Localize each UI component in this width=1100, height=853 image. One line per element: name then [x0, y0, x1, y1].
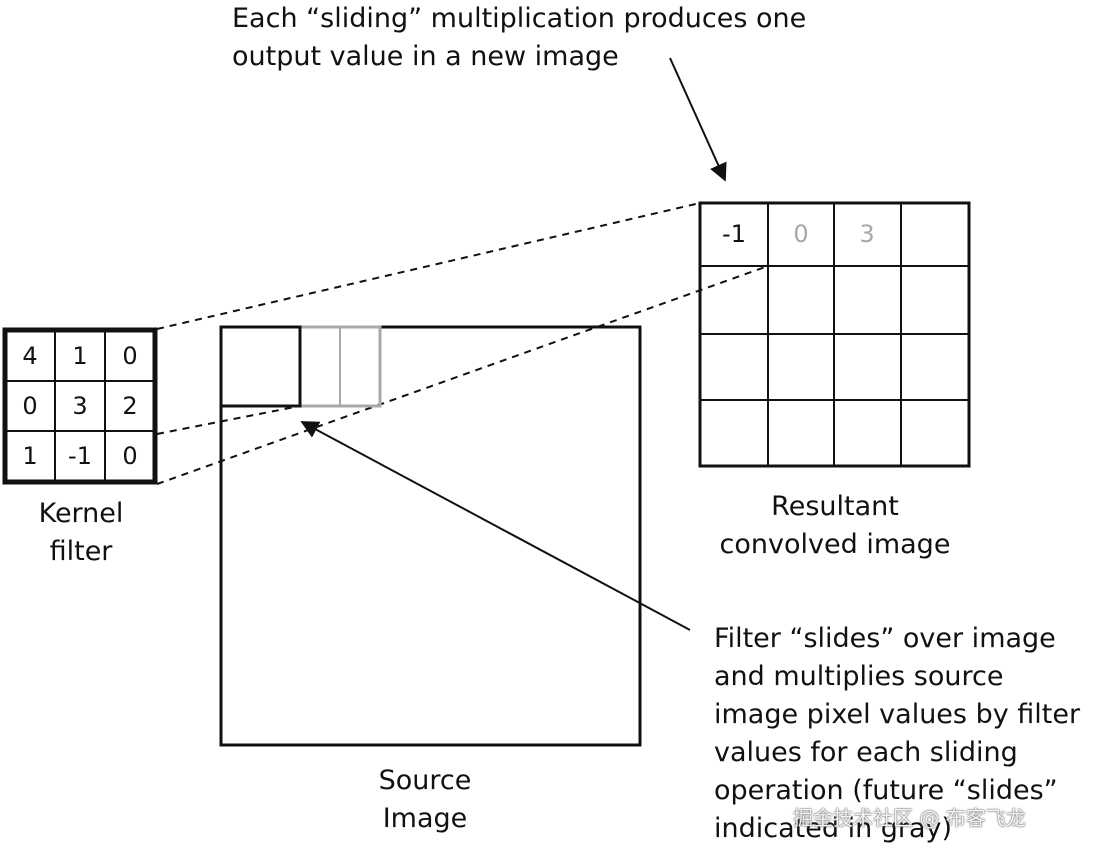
kernel-cell-value: 0 [122, 442, 137, 470]
resultant-grid [698, 201, 971, 468]
right-annotation-line-6: indicated in gray) [714, 813, 953, 844]
resultant-label-line-1: Resultant [771, 491, 899, 522]
kernel-cell-value: 1 [22, 442, 37, 470]
kernel-cell-value: 2 [122, 392, 137, 420]
kernel-filter-grid: 4 1 0 0 3 2 1 -1 0 [2, 327, 158, 485]
future-slide-2 [339, 326, 381, 407]
top-annotation-line-2: output value in a new image [232, 41, 619, 72]
projection-lines [156, 202, 769, 485]
result-cell-value: -1 [722, 220, 746, 248]
source-image-label: Source Image [330, 762, 520, 838]
source-label-line-1: Source [378, 765, 472, 796]
resultant-label: Resultant convolved image [690, 488, 980, 564]
right-annotation-line-1: Filter “slides” over image [714, 623, 1056, 654]
kernel-cell-value: 4 [22, 342, 37, 370]
kernel-filter-label: Kernel filter [0, 495, 162, 571]
current-slide-window [219, 325, 302, 408]
kernel-label-line-1: Kernel [38, 498, 124, 529]
kernel-cell-value: -1 [68, 442, 92, 470]
top-annotation: Each “sliding” multiplication produces o… [232, 0, 806, 76]
slide-arrow [300, 421, 691, 631]
result-cell-future-value: 0 [793, 220, 808, 248]
kernel-cell-value: 1 [72, 342, 87, 370]
source-image [219, 325, 642, 747]
kernel-cell-value: 0 [122, 342, 137, 370]
right-annotation-line-5: operation (future “slides” [714, 775, 1058, 806]
watermark: 掘金技术社区 @ 布客飞龙 [793, 806, 1026, 830]
kernel-cell-value: 0 [22, 392, 37, 420]
source-label-line-2: Image [382, 803, 468, 834]
resultant-label-line-2: convolved image [719, 529, 951, 560]
result-cell-future-value: 3 [859, 220, 874, 248]
top-arrow [669, 57, 727, 182]
kernel-label-line-2: filter [49, 536, 113, 567]
right-annotation: Filter “slides” over image and multiplie… [714, 620, 1080, 848]
right-annotation-line-2: and multiplies source [714, 661, 1004, 692]
kernel-cell-value: 3 [72, 392, 87, 420]
right-annotation-line-3: image pixel values by filter [714, 699, 1081, 730]
right-annotation-line-4: values for each sliding [714, 737, 1018, 768]
top-annotation-line-1: Each “sliding” multiplication produces o… [232, 3, 807, 34]
